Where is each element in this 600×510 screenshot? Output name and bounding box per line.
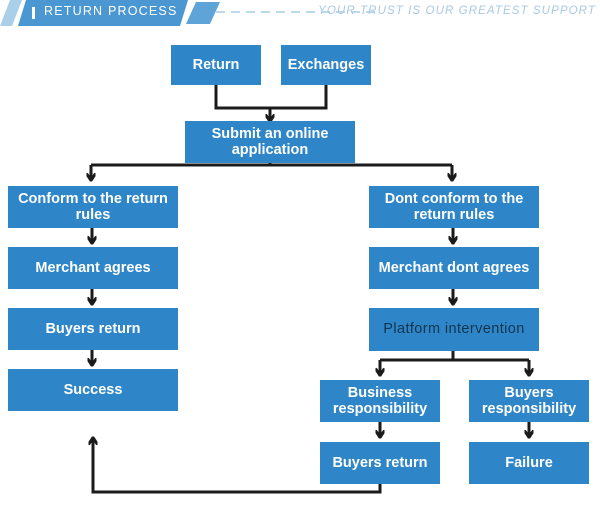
node-business-responsibility[interactable]: Business responsibility bbox=[320, 380, 440, 422]
node-failure[interactable]: Failure bbox=[469, 442, 589, 484]
node-merchant-agrees[interactable]: Merchant agrees bbox=[8, 247, 178, 289]
node-conform-rules[interactable]: Conform to the return rules bbox=[8, 186, 178, 228]
node-buyers-return-left[interactable]: Buyers return bbox=[8, 308, 178, 350]
node-success[interactable]: Success bbox=[8, 369, 178, 411]
return-process-flowchart: Return Exchanges Submit an online applic… bbox=[0, 26, 600, 510]
header-dashed-rule bbox=[216, 11, 376, 13]
node-platform-intervention[interactable]: Platform intervention bbox=[369, 308, 539, 351]
header-chip-accent bbox=[186, 2, 220, 24]
node-exchanges[interactable]: Exchanges bbox=[281, 45, 371, 85]
node-return[interactable]: Return bbox=[171, 45, 261, 85]
header-tagline: YOUR TRUST IS OUR GREATEST SUPPORT bbox=[318, 5, 596, 17]
vertical-bar-icon bbox=[32, 7, 35, 19]
page-header: RETURN PROCESS YOUR TRUST IS OUR GREATES… bbox=[0, 0, 600, 26]
slash-accent-icon bbox=[0, 0, 22, 26]
flowchart-connectors bbox=[0, 85, 600, 494]
page-title: RETURN PROCESS bbox=[44, 4, 178, 18]
node-merchant-dont-agrees[interactable]: Merchant dont agrees bbox=[369, 247, 539, 289]
header-banner bbox=[18, 0, 188, 26]
node-not-conform-rules[interactable]: Dont conform to the return rules bbox=[369, 186, 539, 228]
node-buyers-return-bottom[interactable]: Buyers return bbox=[320, 442, 440, 484]
node-buyers-responsibility[interactable]: Buyers responsibility bbox=[469, 380, 589, 422]
node-submit-application[interactable]: Submit an online application bbox=[185, 121, 355, 163]
